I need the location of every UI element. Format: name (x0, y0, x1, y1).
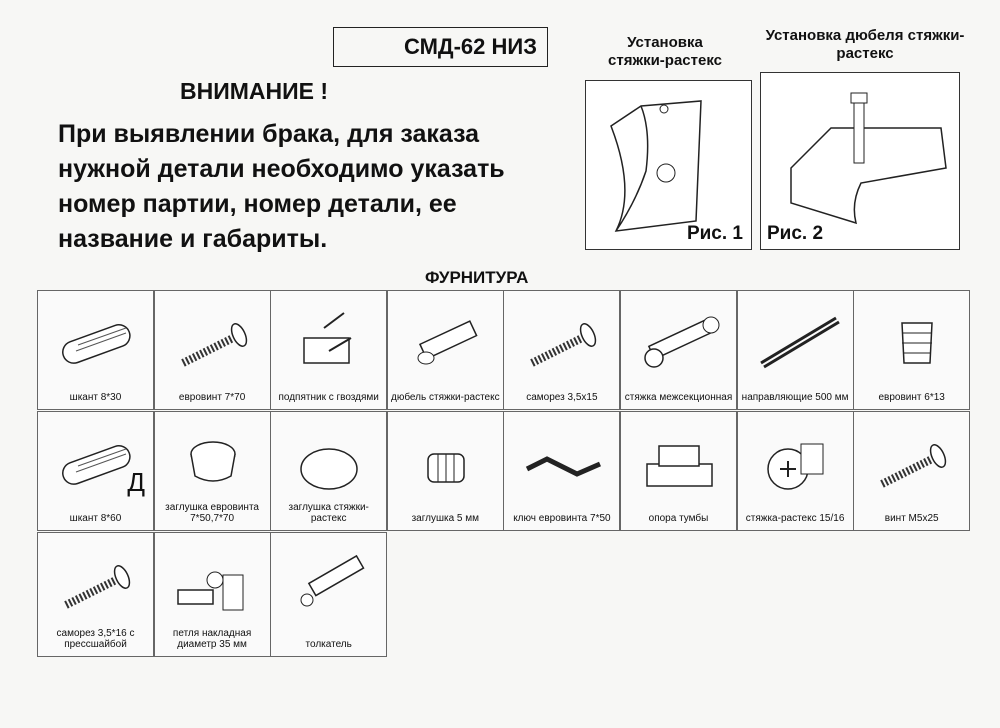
screw-icon (180, 323, 247, 367)
hinge-icon (176, 571, 244, 611)
furniture-item-label: подпятник с гвоздями (278, 392, 379, 403)
furniture-title: ФУРНИТУРА (425, 268, 529, 287)
furniture-item-label: стяжка-растекс 15/16 (745, 513, 845, 524)
furniture-item: ключ евровинта 7*50 (503, 411, 621, 531)
connector-icon (644, 316, 720, 368)
furniture-item-label: петля накладная диаметр 35 мм (172, 628, 252, 650)
furniture-item-label: заглушка евровинта 7*50,7*70 (165, 502, 259, 524)
furniture-item-label: саморез 3,5x15 (526, 392, 598, 403)
figure-1: Рис. 1 (585, 80, 752, 250)
furniture-item-label: заглушка 5 мм (411, 513, 480, 524)
furniture-item-label: толкатель (305, 639, 352, 650)
furniture-item: стяжка-растекс 15/16 (736, 411, 854, 531)
defect-notice: При выявлении брака, для заказа нужной д… (58, 120, 505, 253)
furniture-item: заглушка 5 мм (386, 411, 504, 531)
furniture-item: саморез 3,5*16 с прессшайбой (37, 532, 154, 657)
furniture-item-label: шкант 8*60 (69, 513, 122, 524)
furniture-item: опора тумбы (620, 411, 737, 531)
cam-icon (766, 443, 824, 490)
furniture-item-label: шкант 8*30 (69, 392, 122, 403)
furniture-item-label: саморез 3,5*16 с прессшайбой (56, 628, 135, 650)
rail-icon (759, 316, 840, 369)
hex-key-icon (526, 456, 602, 477)
furniture-item-label: опора тумбы (648, 513, 709, 524)
dowel-pin-icon (417, 320, 478, 365)
furniture-item-label: заглушка стяжки-растекс (288, 502, 369, 524)
attention-heading: ВНИМАНИЕ ! (180, 78, 329, 104)
furniture-item-label: евровинт 7*70 (178, 392, 246, 403)
dowel-icon (62, 323, 131, 364)
part-mark: Д (127, 467, 145, 497)
furniture-item-label: винт М5x25 (884, 513, 939, 524)
pusher-icon (300, 554, 365, 607)
screw-icon (880, 444, 947, 488)
furniture-item: шкант 8*30 (37, 290, 154, 410)
disc-cap-icon (300, 448, 358, 490)
screw-icon (64, 565, 131, 609)
dowel-icon (62, 444, 131, 485)
figure-1-title: Установка стяжки-растекс (608, 34, 722, 69)
furniture-item-label: стяжка межсекционная (624, 392, 733, 403)
furniture-item: дюбель стяжки-растекс (386, 290, 504, 410)
support-icon (646, 445, 713, 487)
furniture-item: винт М5x25 (853, 411, 971, 531)
furniture-item-label: ключ евровинта 7*50 (513, 513, 611, 524)
furniture-item: направляющие 500 мм (736, 290, 854, 410)
furniture-item: евровинт 7*70 (153, 290, 271, 410)
cap-icon (189, 441, 236, 482)
furniture-item: толкатель (270, 532, 388, 657)
furniture-item-label: дюбель стяжки-растекс (390, 392, 500, 403)
furniture-item: стяжка межсекционная (620, 290, 737, 410)
furniture-item-label: евровинт 6*13 (878, 392, 945, 403)
euroscrew-icon (901, 322, 933, 364)
glide-icon (303, 312, 352, 364)
furniture-item-label: направляющие 500 мм (741, 392, 849, 403)
furniture-item: подпятник с гвоздями (270, 290, 388, 410)
plug-icon (427, 453, 465, 483)
furniture-item: евровинт 6*13 (853, 290, 971, 410)
furniture-item: саморез 3,5x15 (503, 290, 621, 410)
dowel-install-drawing-icon (790, 92, 947, 225)
product-code: СМД-62 НИЗ (333, 27, 548, 67)
furniture-item: заглушка стяжки-растекс (270, 411, 388, 531)
screw-icon (530, 323, 597, 367)
figure-2-title: Установка дюбеля стяжки-растекс (765, 27, 965, 62)
figure-2: Рис. 2 (760, 72, 960, 250)
furniture-item: заглушка евровинта 7*50,7*70 (153, 411, 271, 531)
cam-install-drawing-icon (610, 100, 702, 232)
furniture-item: петля накладная диаметр 35 мм (153, 532, 271, 657)
figure-2-label: Рис. 2 (767, 223, 824, 244)
figure-1-label: Рис. 1 (686, 223, 743, 244)
